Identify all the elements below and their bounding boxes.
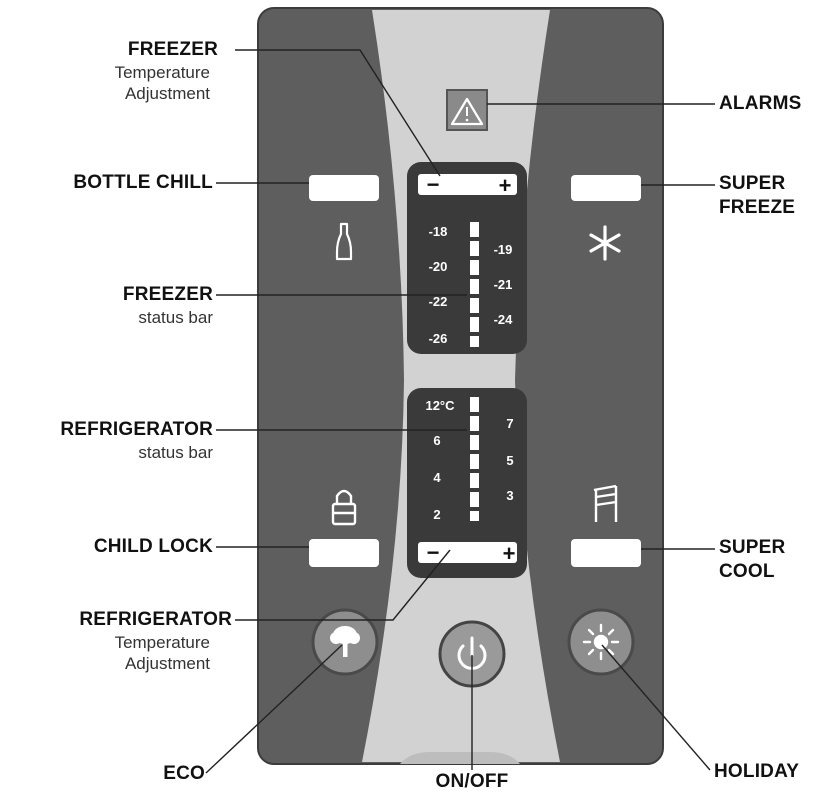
freezer-scale-label: -22 xyxy=(429,294,448,309)
fridge-status-bar: 12°C 6 4 2 7 5 3 xyxy=(425,397,514,522)
fridge-scale-label: 12°C xyxy=(425,398,455,413)
sun-icon xyxy=(582,623,620,661)
fridge-scale-label: 5 xyxy=(506,453,513,468)
refrigerator-shelf-icon xyxy=(593,484,618,522)
leader-fridge-adjust xyxy=(235,549,451,621)
callout-alarms: ALARMS xyxy=(719,92,834,116)
freezer-display xyxy=(407,162,527,354)
freezer-adjust-sub: Adjustment xyxy=(124,84,210,103)
callout-super-freeze: SUPER FREEZE xyxy=(719,172,834,220)
warning-triangle-icon xyxy=(450,97,484,126)
fridge-adjust-title: REFRIGERATOR xyxy=(79,609,232,630)
freezer-status-title: FREEZER xyxy=(122,284,213,305)
snowflake-icon xyxy=(589,225,621,261)
fridge-scale-label: 3 xyxy=(506,488,513,503)
callout-eco: ECO xyxy=(100,762,205,786)
super-cool-label: COOL xyxy=(719,560,775,582)
callout-holiday: HOLIDAY xyxy=(714,760,834,784)
freezer-scale-label: -18 xyxy=(429,224,448,239)
leader-freezer-adjust xyxy=(235,49,441,177)
super-cool-label: SUPER xyxy=(719,537,786,558)
freezer-scale-label: -24 xyxy=(494,312,514,327)
fridge-scale-label: 6 xyxy=(433,433,440,448)
leader-holiday xyxy=(601,644,711,771)
super-freeze-button[interactable] xyxy=(571,175,641,201)
panel-bottom-notch xyxy=(400,752,520,764)
callout-fridge-adjust: REFRIGERATOR Temperature Adjustment xyxy=(0,608,232,674)
eco-label: ECO xyxy=(163,763,205,784)
bottle-icon xyxy=(335,222,353,261)
freezer-scale-label: -19 xyxy=(494,242,513,257)
callout-on-off: ON/OFF xyxy=(412,770,532,794)
leader-lines xyxy=(205,49,715,774)
alarm-button[interactable] xyxy=(446,89,488,131)
super-freeze-label: FREEZE xyxy=(719,196,796,218)
freezer-scale-label: -20 xyxy=(429,259,448,274)
fridge-scale-label: 4 xyxy=(433,470,441,485)
fridge-adjust-control[interactable]: − + xyxy=(418,540,517,566)
fridge-minus[interactable]: − xyxy=(427,540,440,565)
bottle-chill-button[interactable] xyxy=(309,175,379,201)
freezer-status-sub: status bar xyxy=(138,307,213,327)
freezer-scale-label: -21 xyxy=(494,277,513,292)
freezer-adjust-sub: Temperature xyxy=(114,62,210,82)
fridge-plus[interactable]: + xyxy=(503,541,516,566)
holiday-button[interactable] xyxy=(567,608,635,676)
freezer-plus[interactable]: + xyxy=(499,173,512,198)
super-cool-button[interactable] xyxy=(571,539,641,567)
super-freeze-label: SUPER xyxy=(719,173,786,194)
tree-icon xyxy=(330,626,360,657)
padlock-icon xyxy=(331,489,357,526)
child-lock-button[interactable] xyxy=(309,539,379,567)
callout-child-lock: CHILD LOCK xyxy=(20,535,213,559)
holiday-label: HOLIDAY xyxy=(714,761,800,782)
freezer-scale-label: -26 xyxy=(429,331,448,346)
on-off-label: ON/OFF xyxy=(435,771,509,792)
on-off-button[interactable] xyxy=(438,620,506,688)
child-lock-label: CHILD LOCK xyxy=(93,536,213,557)
fridge-status-sub: status bar xyxy=(138,442,213,462)
bottle-chill-label: BOTTLE CHILL xyxy=(73,172,213,193)
fridge-scale-label: 7 xyxy=(506,416,513,431)
freezer-status-bar: -18 -20 -22 -26 -19 -21 -24 xyxy=(429,222,514,347)
fridge-adjust-sub: Adjustment xyxy=(124,654,210,673)
fridge-status-title: REFRIGERATOR xyxy=(60,419,213,440)
fridge-scale-label: 2 xyxy=(433,507,440,522)
fridge-adjust-sub: Temperature xyxy=(114,632,210,652)
callout-freezer-adjust: FREEZER Temperature Adjustment xyxy=(60,38,218,104)
freezer-adjust-title: FREEZER xyxy=(127,39,218,60)
callout-freezer-status: FREEZER status bar xyxy=(30,283,213,328)
fridge-display xyxy=(407,388,527,578)
callout-bottle-chill: BOTTLE CHILL xyxy=(10,171,213,195)
freezer-adjust-control[interactable]: − + xyxy=(418,172,517,198)
callout-super-cool: SUPER COOL xyxy=(719,536,834,584)
leader-eco xyxy=(205,644,343,774)
callout-fridge-status: REFRIGERATOR status bar xyxy=(0,418,213,463)
alarms-label: ALARMS xyxy=(719,93,802,114)
freezer-minus[interactable]: − xyxy=(427,172,440,197)
